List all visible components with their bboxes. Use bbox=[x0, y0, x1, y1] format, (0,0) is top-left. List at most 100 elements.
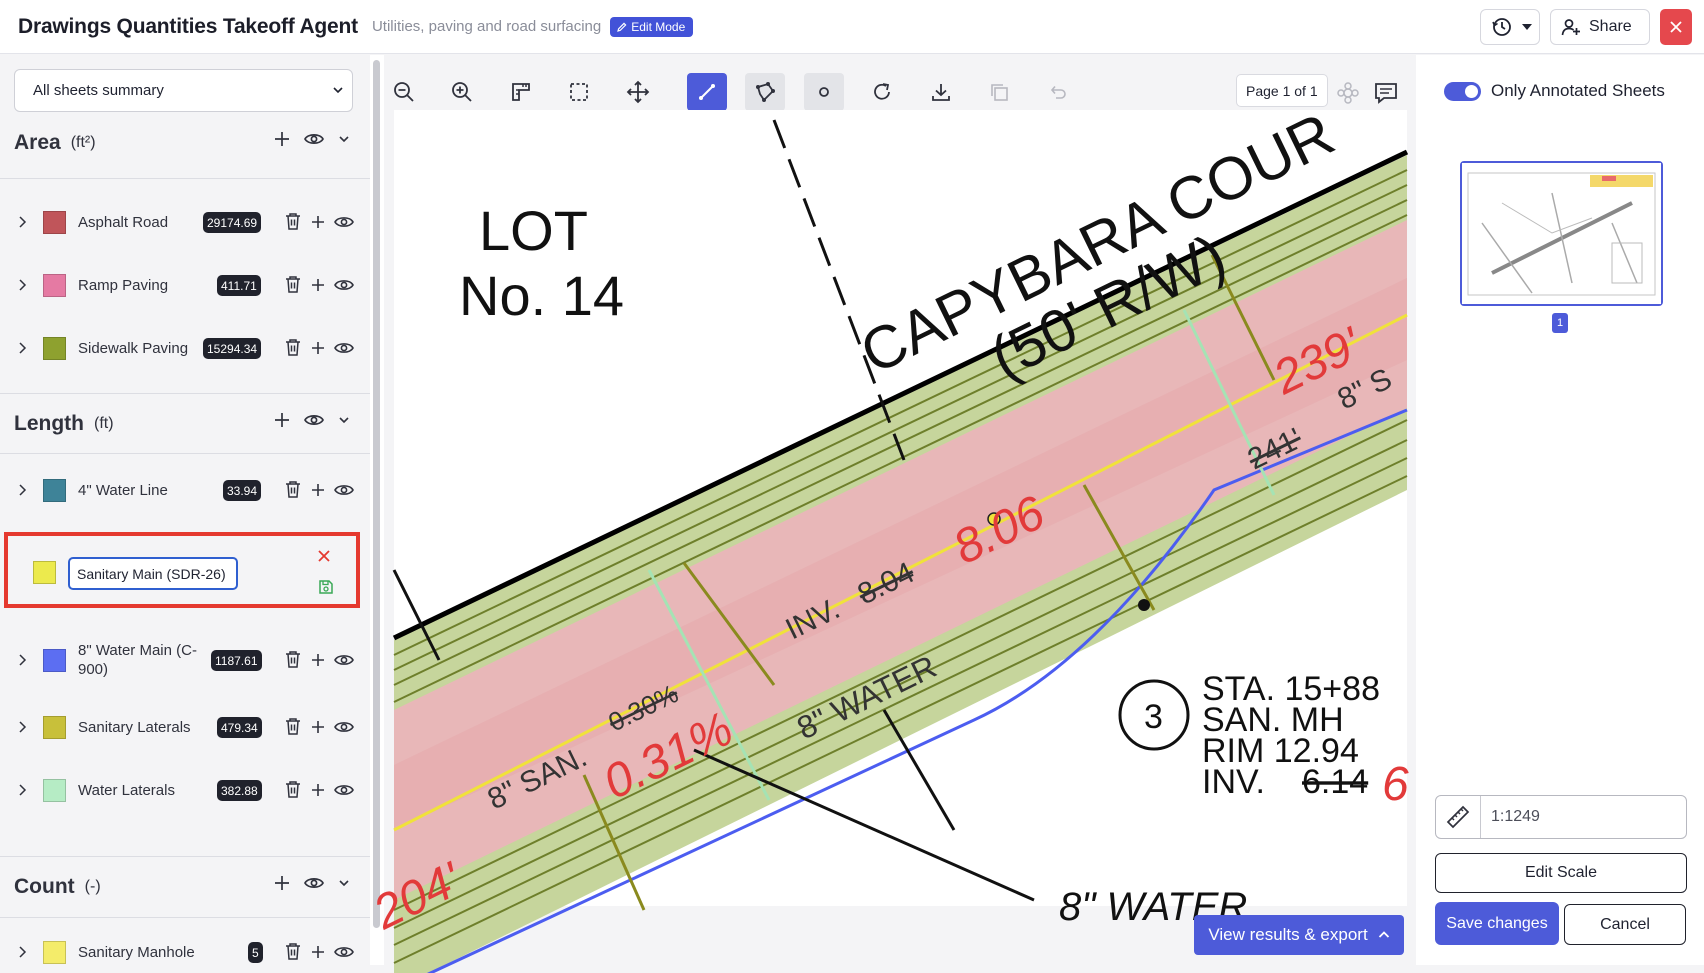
length-item-water-laterals[interactable]: Water Laterals 382.88 bbox=[0, 771, 370, 811]
trash-icon[interactable] bbox=[284, 717, 302, 736]
sheet-select[interactable]: All sheets summary bbox=[14, 69, 353, 112]
sheets-panel: Only Annotated Sheets 1 Edit Scale Save … bbox=[1416, 55, 1704, 965]
view-results-export-button[interactable]: View results & export bbox=[1194, 915, 1404, 955]
chevron-right-icon[interactable] bbox=[18, 945, 28, 959]
color-swatch[interactable] bbox=[43, 649, 66, 672]
count-item-sanitary-manhole[interactable]: Sanitary Manhole 5 bbox=[0, 933, 370, 973]
scale-input[interactable] bbox=[1481, 808, 1671, 826]
ai-sparkle-icon[interactable] bbox=[1336, 81, 1360, 105]
share-label: Share bbox=[1589, 18, 1632, 35]
save-changes-button[interactable]: Save changes bbox=[1435, 902, 1559, 945]
comment-icon[interactable] bbox=[1374, 81, 1398, 105]
eye-icon[interactable] bbox=[304, 876, 324, 890]
eye-icon[interactable] bbox=[334, 278, 354, 292]
fit-page-button[interactable] bbox=[501, 73, 541, 111]
plus-icon[interactable] bbox=[311, 783, 325, 797]
plus-icon[interactable] bbox=[274, 412, 290, 428]
trash-icon[interactable] bbox=[284, 212, 302, 231]
color-swatch[interactable] bbox=[43, 716, 66, 739]
eye-icon[interactable] bbox=[304, 132, 324, 146]
drawing-canvas[interactable]: LOT No. 14 CAPYBARA COUR (50' R/W) INV. … bbox=[365, 100, 1409, 973]
zoom-out-button[interactable] bbox=[384, 73, 424, 111]
chevron-right-icon[interactable] bbox=[18, 720, 28, 734]
eye-icon[interactable] bbox=[304, 413, 324, 427]
color-swatch[interactable] bbox=[43, 779, 66, 802]
color-swatch[interactable] bbox=[43, 479, 66, 502]
trash-icon[interactable] bbox=[284, 338, 302, 357]
copy-button[interactable] bbox=[979, 73, 1019, 111]
undo-button[interactable] bbox=[1038, 73, 1078, 111]
sheet-select-value: All sheets summary bbox=[33, 82, 164, 99]
eye-icon[interactable] bbox=[334, 215, 354, 229]
sidebar-scrollbar-thumb[interactable] bbox=[373, 60, 380, 928]
close-button[interactable] bbox=[1660, 9, 1692, 45]
plus-icon[interactable] bbox=[274, 875, 290, 891]
chevron-right-icon[interactable] bbox=[18, 483, 28, 497]
download-button[interactable] bbox=[921, 73, 961, 111]
color-swatch[interactable] bbox=[43, 337, 66, 360]
lot-number: No. 14 bbox=[459, 264, 624, 327]
length-item-8in-water-main[interactable]: 8" Water Main (C-900) 1187.61 bbox=[0, 641, 370, 681]
length-section-title: Length bbox=[14, 412, 84, 435]
copy-icon bbox=[991, 84, 1008, 101]
measure-area-button[interactable] bbox=[745, 73, 785, 111]
chevron-down-icon[interactable] bbox=[338, 414, 350, 426]
measure-line-button[interactable] bbox=[687, 73, 727, 111]
trash-icon[interactable] bbox=[284, 275, 302, 294]
item-label: 8" Water Main (C-900) bbox=[78, 642, 197, 678]
eye-icon[interactable] bbox=[334, 341, 354, 355]
sheet-thumbnail[interactable] bbox=[1460, 161, 1663, 306]
color-swatch[interactable] bbox=[43, 211, 66, 234]
trash-icon[interactable] bbox=[284, 650, 302, 669]
color-swatch[interactable] bbox=[43, 941, 66, 964]
plus-icon[interactable] bbox=[311, 215, 325, 229]
eye-icon[interactable] bbox=[334, 783, 354, 797]
cancel-button[interactable]: Cancel bbox=[1564, 904, 1686, 945]
chevron-right-icon[interactable] bbox=[18, 783, 28, 797]
area-item-asphalt-road[interactable]: Asphalt Road 29174.69 bbox=[0, 203, 370, 243]
chevron-right-icon[interactable] bbox=[18, 341, 28, 355]
plus-icon[interactable] bbox=[311, 653, 325, 667]
area-item-sidewalk-paving[interactable]: Sidewalk Paving 15294.34 bbox=[0, 329, 370, 369]
eye-icon[interactable] bbox=[334, 720, 354, 734]
plus-icon[interactable] bbox=[311, 341, 325, 355]
color-swatch[interactable] bbox=[43, 274, 66, 297]
sheet-number-badge[interactable]: 1 bbox=[1552, 313, 1568, 333]
quantity-badge: 5 bbox=[248, 942, 263, 963]
eye-icon[interactable] bbox=[334, 945, 354, 959]
trash-icon[interactable] bbox=[284, 480, 302, 499]
rotate-button[interactable] bbox=[862, 73, 902, 111]
count-point-button[interactable] bbox=[804, 73, 844, 111]
plus-icon[interactable] bbox=[311, 945, 325, 959]
color-swatch[interactable] bbox=[33, 561, 56, 584]
chevron-right-icon[interactable] bbox=[18, 215, 28, 229]
item-label: Sanitary Laterals bbox=[78, 719, 191, 736]
zoom-in-button[interactable] bbox=[442, 73, 482, 111]
trash-icon[interactable] bbox=[284, 942, 302, 961]
trash-icon[interactable] bbox=[284, 780, 302, 799]
history-dropdown-button[interactable] bbox=[1480, 9, 1540, 45]
close-icon[interactable] bbox=[317, 549, 331, 563]
share-button[interactable]: Share bbox=[1550, 9, 1650, 45]
eye-icon[interactable] bbox=[334, 483, 354, 497]
plus-icon[interactable] bbox=[311, 720, 325, 734]
item-name-input[interactable] bbox=[68, 557, 238, 590]
pan-button[interactable] bbox=[618, 73, 658, 111]
length-item-sanitary-laterals[interactable]: Sanitary Laterals 479.34 bbox=[0, 708, 370, 748]
save-icon[interactable] bbox=[318, 579, 334, 595]
length-item-4in-water-line[interactable]: 4" Water Line 33.94 bbox=[0, 471, 370, 511]
select-area-button[interactable] bbox=[559, 73, 599, 111]
road-area-overlay bbox=[394, 278, 1407, 830]
chevron-right-icon[interactable] bbox=[18, 653, 28, 667]
download-icon bbox=[932, 84, 950, 101]
only-annotated-toggle[interactable] bbox=[1444, 81, 1481, 101]
chevron-down-icon[interactable] bbox=[338, 877, 350, 889]
chevron-right-icon[interactable] bbox=[18, 278, 28, 292]
edit-scale-button[interactable]: Edit Scale bbox=[1435, 853, 1687, 893]
plus-icon[interactable] bbox=[274, 131, 290, 147]
chevron-down-icon[interactable] bbox=[338, 133, 350, 145]
eye-icon[interactable] bbox=[334, 653, 354, 667]
area-item-ramp-paving[interactable]: Ramp Paving 411.71 bbox=[0, 266, 370, 306]
plus-icon[interactable] bbox=[311, 483, 325, 497]
plus-icon[interactable] bbox=[311, 278, 325, 292]
